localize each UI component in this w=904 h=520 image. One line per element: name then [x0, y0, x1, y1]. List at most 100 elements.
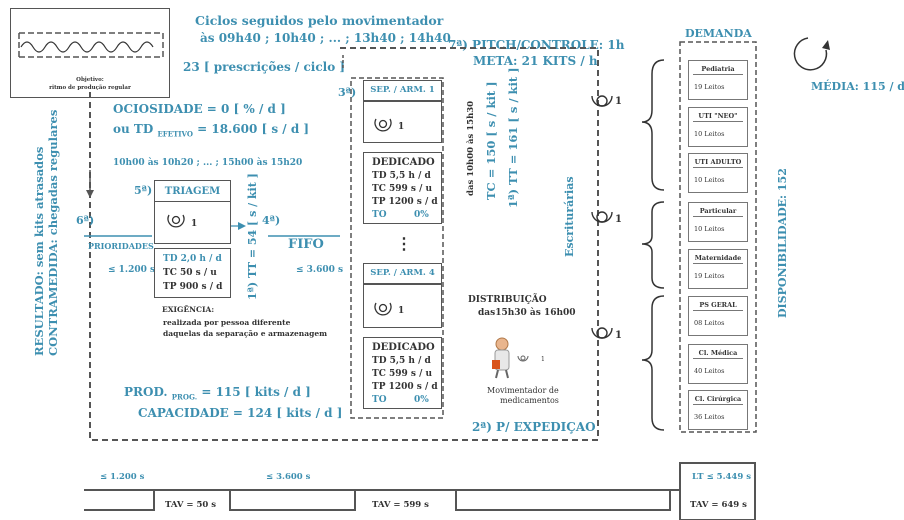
triagem-data-box: TD 2,0 h / d TC 50 s / u TP 900 s / d: [154, 248, 231, 298]
dedicado-4-tc: TC 599 s / u: [372, 369, 432, 379]
dedicado-1-to-label: TO: [372, 210, 387, 220]
unit-name: Cl. Médica: [689, 349, 747, 357]
operator-icon: [165, 211, 187, 231]
mover-count: 1: [541, 356, 545, 363]
timeline-tav-3: TAV = 649 s: [690, 500, 747, 510]
mover-label-2: medicamentos: [500, 396, 559, 405]
dedicado-box-4: DEDICADO TD 5,5 h / d TC 599 s / u TP 12…: [363, 337, 442, 409]
tt-vertical-right: 1ª) TT = 161 [ s / kit ]: [506, 67, 520, 208]
more-stations-ellipsis: ⋮: [396, 234, 412, 253]
triagem-title: TRIAGEM: [155, 186, 230, 197]
td-value: = 18.600 [ s / d ]: [197, 122, 309, 136]
fifo-label: FIFO: [288, 237, 324, 252]
exigencia-line1: realizada por pessoa diferente: [163, 318, 290, 327]
distribuicao-title: DISTRIBUIÇÃO: [468, 295, 547, 305]
sep-arm-1-operator-box: 1: [363, 101, 442, 143]
escriturarias-label: Escriturárias: [563, 176, 576, 257]
fifo-limit: ≤ 3.600 s: [296, 265, 343, 275]
tc-vertical: TC = 150 [ s / kit ]: [484, 81, 498, 200]
operator-icon: [588, 206, 616, 232]
operator-count-1: 1: [615, 96, 622, 107]
dedicado-box-1: DEDICADO TD 5,5 h / d TC 599 s / u TP 12…: [363, 152, 442, 224]
unit-beds: 10 Leitos: [694, 176, 724, 184]
unit-maternidade: Maternidade 19 Leitos: [688, 249, 748, 289]
dedicado-4-to-value: 0%: [414, 395, 429, 405]
dedicado-4-title: DEDICADO: [372, 342, 435, 353]
timeline-wait-2: ≤ 3.600 s: [266, 472, 310, 482]
prod-prefix: PROD.: [124, 385, 168, 399]
td-effective-text: ou TD EFETIVO = 18.600 [ s / d ]: [113, 122, 309, 138]
dedicado-1-title: DEDICADO: [372, 157, 435, 168]
dedicado-4-tp: TP 1200 s / d: [372, 382, 438, 392]
unit-beds: 40 Leitos: [694, 367, 724, 375]
dedicado-4-to-label: TO: [372, 395, 387, 405]
triagem-td: TD 2,0 h / d: [163, 254, 222, 264]
unit-name: UTI "NEO": [689, 112, 747, 120]
triagem-box: TRIAGEM 1: [154, 180, 231, 244]
ociosidade-text: OCIOSIDADE = 0 [ % / d ]: [113, 102, 286, 116]
step4-label: 4ª): [262, 214, 280, 227]
time-window: 10h00 às 10h20 ; ... ; 15h00 às 15h20: [113, 158, 302, 168]
unit-particular: Particular 10 Leitos: [688, 202, 748, 242]
timeline-tav-2: TAV = 599 s: [372, 500, 429, 510]
expedicao-label: 2ª) P/ EXPEDIÇAO: [472, 420, 596, 434]
sep-arm-1-operator-count: 1: [398, 122, 404, 132]
unit-beds: 10 Leitos: [694, 130, 724, 138]
timeline-tav-1: TAV = 50 s: [165, 500, 216, 510]
distribuicao-time: das15h30 às 16h00: [478, 308, 576, 318]
timeline-lead-time: LT ≤ 5.449 s: [692, 472, 751, 482]
time-range-vertical: das 10h00 às 15h30: [466, 101, 476, 196]
triagem-tp: TP 900 s / d: [163, 282, 222, 292]
step6-label: 6ª): [76, 214, 94, 227]
capacidade: CAPACIDADE = 124 [ kits / d ]: [138, 406, 342, 420]
operator-icon: [372, 299, 394, 319]
exigencia-line2: daquelas da separação e armazenagem: [163, 329, 327, 338]
timeline-wait-1: ≤ 1.200 s: [100, 472, 144, 482]
exigencia-title: EXIGÊNCIA:: [162, 305, 214, 314]
media-label: MÉDIA: 115 / d: [811, 80, 904, 93]
unit-name: Cl. Cirúrgica: [689, 395, 747, 403]
unit-beds: 08 Leitos: [694, 319, 724, 327]
sep-arm-4-header: SEP. / ARM. 4: [363, 263, 442, 284]
operator-count-3: 1: [615, 330, 622, 341]
unit-name: Maternidade: [689, 254, 747, 262]
prod-subscript: PROG.: [172, 392, 197, 401]
mover-label-1: Movimentador de: [487, 386, 559, 395]
unit-cl-medica: Cl. Médica 40 Leitos: [688, 344, 748, 384]
sep-arm-4-operator-box: 1: [363, 284, 442, 328]
dedicado-4-td: TD 5,5 h / d: [372, 356, 431, 366]
triagem-tc: TC 50 s / u: [163, 268, 217, 278]
unit-beds: 19 Leitos: [694, 83, 724, 91]
dedicado-1-tc: TC 599 s / u: [372, 184, 432, 194]
unit-uti-neo: UTI "NEO" 10 Leitos: [688, 107, 748, 147]
unit-beds: 19 Leitos: [694, 272, 724, 280]
operator-icon: [588, 322, 616, 348]
unit-name: Particular: [689, 207, 747, 215]
td-subscript: EFETIVO: [157, 129, 193, 138]
unit-name: PS GERAL: [689, 301, 747, 309]
tt-vertical-left: 1ª) TT = 54 [ s / kit ]: [246, 173, 259, 300]
operator-count-2: 1: [615, 214, 622, 225]
prioridades-label: PRIORIDADES: [88, 241, 154, 251]
unit-ps-geral: PS GERAL 08 Leitos: [688, 296, 748, 336]
contramedida-label: CONTRAMEDIDA: chegadas regulares: [46, 110, 60, 356]
unit-beds: 36 Leitos: [694, 413, 724, 421]
td-prefix: ou TD: [113, 122, 153, 136]
resultado-label: RESULTADO: sem kits atrasados: [32, 147, 46, 356]
operator-icon: [588, 90, 616, 116]
dedicado-1-to-value: 0%: [414, 210, 429, 220]
step3-label: 3ª): [338, 86, 356, 99]
sep-arm-1-header: SEP. / ARM. 1: [363, 80, 442, 101]
unit-beds: 10 Leitos: [694, 225, 724, 233]
dedicado-1-tp: TP 1200 s / d: [372, 197, 438, 207]
sep-arm-4-operator-count: 1: [398, 306, 404, 316]
prod-value: = 115 [ kits / d ]: [201, 385, 310, 399]
medication-mover-icon: [488, 336, 548, 380]
prod-programada: PROD. PROG. = 115 [ kits / d ]: [124, 385, 311, 401]
step5-label: 5ª): [134, 184, 152, 197]
dedicado-1-td: TD 5,5 h / d: [372, 171, 431, 181]
prioridades-limit: ≤ 1.200 s: [108, 265, 155, 275]
disponibilidade-label: DISPONIBILIDADE: 152: [776, 168, 789, 318]
